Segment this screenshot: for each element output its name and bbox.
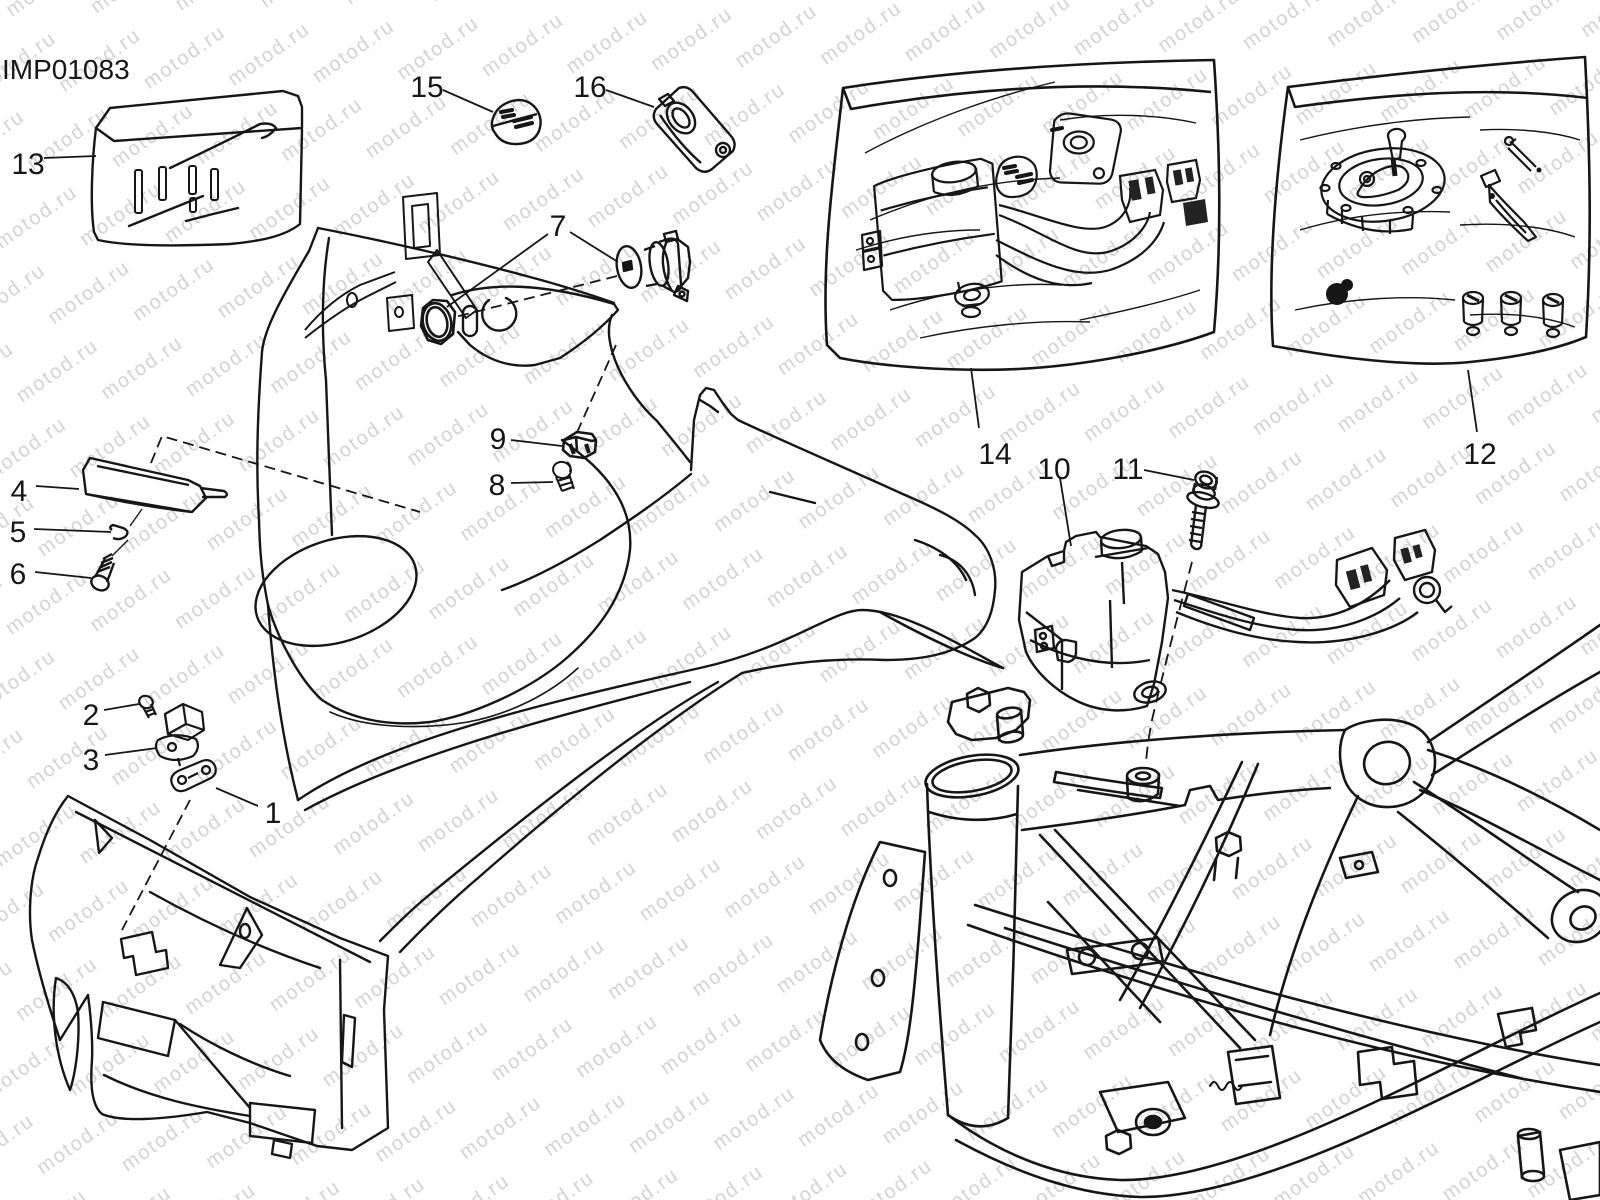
svg-text:12: 12 (1463, 438, 1496, 471)
svg-text:6: 6 (10, 558, 27, 591)
svg-text:4: 4 (11, 475, 28, 508)
svg-text:1: 1 (265, 797, 282, 830)
svg-text:11: 11 (1112, 453, 1143, 486)
svg-text:15: 15 (410, 71, 443, 104)
svg-text:16: 16 (573, 71, 606, 104)
svg-text:2: 2 (83, 699, 100, 732)
svg-text:IMP01083: IMP01083 (2, 54, 130, 85)
svg-text:14: 14 (978, 438, 1011, 471)
svg-text:3: 3 (83, 744, 100, 777)
svg-text:8: 8 (489, 469, 506, 502)
svg-text:10: 10 (1037, 453, 1070, 486)
svg-text:5: 5 (10, 516, 27, 549)
svg-text:13: 13 (11, 148, 44, 181)
svg-text:7: 7 (550, 210, 567, 243)
svg-text:9: 9 (490, 423, 507, 456)
